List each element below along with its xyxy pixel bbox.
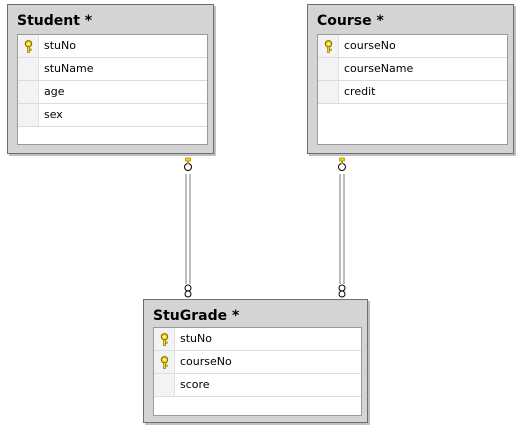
many-end-infinity-icon (338, 284, 346, 298)
row-selector (18, 104, 39, 126)
row-selector (154, 328, 175, 350)
table-title: StuGrade * (153, 308, 240, 324)
column-row[interactable]: stuNo (18, 35, 207, 58)
many-end-infinity-icon (184, 284, 192, 298)
row-selector (18, 81, 39, 103)
table-stugrade[interactable]: StuGrade * stuNo courseNo score (143, 299, 368, 423)
column-row[interactable]: score (154, 374, 361, 397)
column-label: courseNo (344, 39, 396, 52)
table-student[interactable]: Student * stuNo stuName age sex (7, 4, 214, 154)
primary-key-icon (160, 356, 169, 369)
column-row[interactable]: courseNo (318, 35, 507, 58)
column-row[interactable]: age (18, 81, 207, 104)
relationship-student-stugrade (184, 157, 192, 298)
column-grid: stuNo courseNo score (153, 327, 362, 416)
one-end-key-icon (338, 157, 346, 171)
row-selector (18, 35, 39, 57)
column-row[interactable]: courseName (318, 58, 507, 81)
row-selector (154, 351, 175, 373)
column-label: courseNo (180, 355, 232, 368)
row-selector (154, 374, 175, 396)
column-row[interactable]: stuNo (154, 328, 361, 351)
primary-key-icon (24, 40, 33, 53)
column-label: stuName (44, 62, 94, 75)
column-row[interactable]: sex (18, 104, 207, 127)
column-label: age (44, 85, 65, 98)
column-label: stuNo (44, 39, 76, 52)
relationship-course-stugrade (338, 157, 346, 298)
primary-key-icon (160, 333, 169, 346)
column-label: sex (44, 108, 63, 121)
column-label: score (180, 378, 210, 391)
column-grid: courseNo courseName credit (317, 34, 508, 145)
column-grid: stuNo stuName age sex (17, 34, 208, 145)
column-label: credit (344, 85, 376, 98)
table-title: Student * (17, 13, 93, 29)
row-selector (18, 58, 39, 80)
primary-key-icon (324, 40, 333, 53)
column-row[interactable]: courseNo (154, 351, 361, 374)
table-title: Course * (317, 13, 384, 29)
row-selector (318, 81, 339, 103)
column-row[interactable]: credit (318, 81, 507, 104)
column-label: stuNo (180, 332, 212, 345)
one-end-key-icon (184, 157, 192, 171)
row-selector (318, 58, 339, 80)
row-selector (318, 35, 339, 57)
column-row[interactable]: stuName (18, 58, 207, 81)
table-course[interactable]: Course * courseNo courseName credit (307, 4, 514, 154)
column-label: courseName (344, 62, 414, 75)
